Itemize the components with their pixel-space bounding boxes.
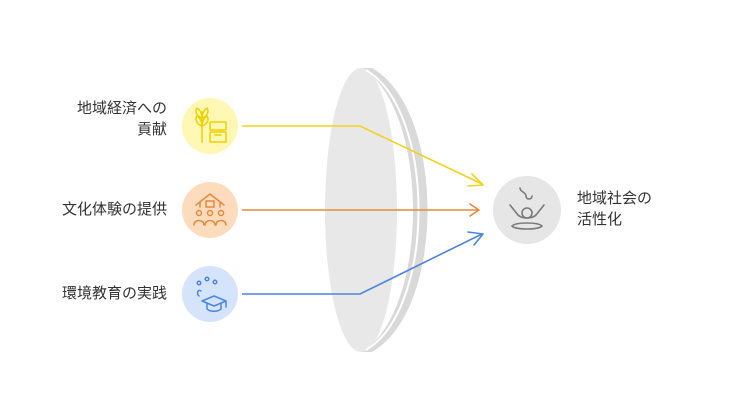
label-community-line-2: 活性化 xyxy=(577,210,623,228)
community-house-icon xyxy=(193,193,227,226)
label-culture-line-1: 文化体験の提供 xyxy=(61,200,167,218)
node-education-circle xyxy=(182,266,238,322)
arrowhead-education xyxy=(467,231,484,246)
node-community xyxy=(493,176,561,244)
node-education xyxy=(182,266,238,322)
label-education-line-1: 環境教育の実践 xyxy=(61,284,167,302)
graduation-cap-icon xyxy=(196,276,227,312)
arrow-economy xyxy=(242,125,483,185)
label-education: 環境教育の実践 xyxy=(62,283,167,304)
node-community-circle xyxy=(493,176,561,244)
lens-back xyxy=(362,68,428,352)
label-community: 地域社会の 活性化 xyxy=(577,188,652,230)
node-culture xyxy=(182,182,238,238)
label-economy-line-2: 貢献 xyxy=(136,120,167,138)
label-culture: 文化体験の提供 xyxy=(62,199,167,220)
arrowhead-economy xyxy=(467,173,484,187)
node-economy xyxy=(182,98,238,154)
arrow-education xyxy=(242,233,483,295)
arrowhead-culture xyxy=(469,203,480,217)
label-economy: 地域経済への 貢献 xyxy=(77,98,167,140)
community-activation-icon xyxy=(509,187,545,230)
connectors xyxy=(242,125,484,295)
wheat-crate-icon xyxy=(195,107,227,143)
label-community-line-1: 地域社会の xyxy=(577,189,653,207)
label-economy-line-1: 地域経済への xyxy=(76,99,167,117)
